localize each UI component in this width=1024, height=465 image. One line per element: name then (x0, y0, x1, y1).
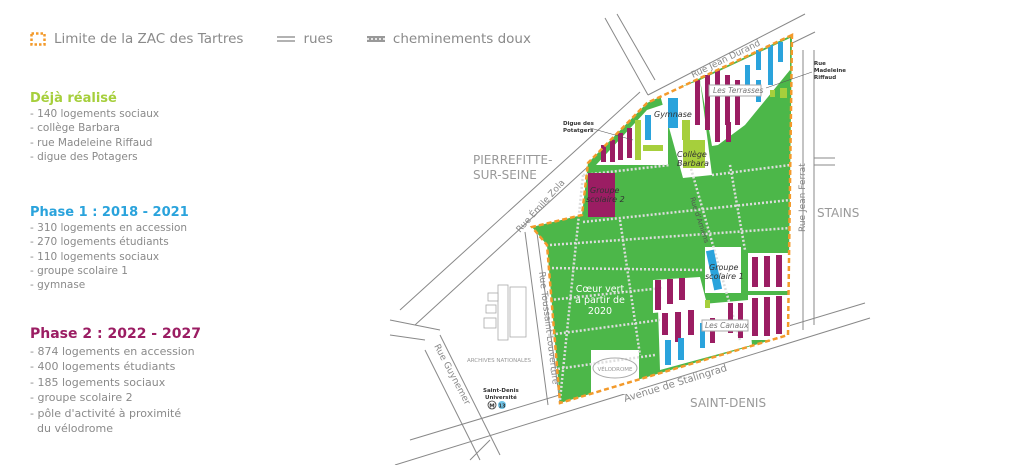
list-item: groupe scolaire 1 (30, 264, 189, 278)
callout-label: Potatgers (563, 128, 594, 134)
callout-label: Riffaud (814, 75, 836, 81)
section-phase-2: Phase 2 : 2022 - 2027 874 logements en a… (30, 326, 201, 437)
list-item: 140 logements sociaux (30, 107, 159, 121)
metro-m: M (489, 404, 494, 410)
dotted-path-icon (366, 36, 385, 42)
place-label: 2020 (588, 306, 612, 317)
legend-paths: cheminements doux (366, 31, 531, 47)
purple-buildings (588, 70, 782, 343)
list-item: 270 logements étudiants (30, 235, 189, 249)
section-title: Phase 1 : 2018 - 2021 (30, 205, 189, 220)
list-item: gymnase (30, 278, 189, 292)
metro-icon: M 13 (487, 400, 506, 410)
road-sw (469, 439, 491, 461)
groupe-scolaire-2-building (588, 173, 615, 217)
section-deja-realise: Déjà réalisé 140 logements sociaux collè… (30, 91, 159, 164)
list-item: 185 logements sociaux (30, 375, 201, 391)
callout-line (765, 71, 813, 89)
road-stains (814, 157, 835, 166)
place-label: Gymnase (654, 110, 692, 119)
place-label: Groupe (590, 186, 620, 195)
callout-label: Digue des (563, 121, 595, 127)
canaux-tag (701, 319, 749, 332)
list-item: collège Barbara (30, 121, 159, 135)
place-label: scolaire 1 (705, 272, 744, 281)
place-label: Les Terrasses (713, 86, 764, 95)
list-item: 874 logements en accession (30, 344, 201, 360)
legend-roads: rues (277, 31, 333, 47)
legend-paths-label: cheminements doux (392, 31, 531, 47)
section-title: Phase 2 : 2022 - 2027 (30, 326, 201, 342)
metro-station-label: Université (485, 394, 517, 401)
archives-buildings (483, 284, 527, 341)
street-label: Rue Jean Ferrat (798, 163, 808, 232)
legend-boundary: Limite de la ZAC des Tartres (30, 31, 243, 47)
road-jean-ferrat (802, 50, 815, 330)
callout-line (589, 127, 634, 141)
list-item: 310 logements en accession (30, 221, 189, 235)
town-label: SUR-SEINE (473, 168, 537, 182)
gymnase-building (668, 98, 678, 128)
zac-boundary (529, 33, 794, 405)
place-label: Les Canaux (705, 321, 749, 330)
callout-label: Madeleine (814, 68, 846, 74)
list-item: 400 logements étudiants (30, 359, 201, 375)
list-item: du vélodrome (37, 422, 113, 435)
terrasses-tag (708, 84, 762, 97)
green-buildings (635, 88, 787, 308)
road-west (389, 319, 441, 341)
place-label: Barbara (677, 159, 709, 168)
legend-roads-label: rues (303, 31, 333, 47)
section-phase-1: Phase 1 : 2018 - 2021 310 logements en a… (30, 205, 189, 292)
place-label: scolaire 2 (586, 195, 625, 204)
list-item: 110 logements sociaux (30, 250, 189, 264)
list-item: pôle d'activité à proximité (30, 406, 201, 422)
metro-station-label: Saint-Denis (483, 388, 519, 394)
road-north (604, 13, 656, 96)
dashed-square-icon (30, 32, 46, 46)
town-label: SAINT-DENIS (690, 396, 766, 410)
town-label: PIERREFITTE- (473, 153, 552, 167)
section-title: Déjà réalisé (30, 91, 117, 106)
list-item: digue des Potagers (30, 150, 159, 164)
double-line-icon (277, 36, 296, 42)
road-toussaint (524, 231, 561, 406)
list-item: rue Madeleine Riffaud (30, 136, 159, 150)
place-label: Collège (677, 149, 707, 159)
paths (547, 163, 791, 401)
place-label: Cœur vert (576, 284, 625, 295)
map-legend: Limite de la ZAC des Tartres rues chemin… (30, 31, 565, 47)
velodrome-track (592, 357, 638, 379)
place-label: ARCHIVES NATIONALES (467, 358, 532, 364)
list-item: groupe scolaire 2 (30, 390, 201, 406)
college-barbara (683, 140, 705, 168)
metro-line-number: 13 (499, 404, 506, 410)
town-label: STAINS (817, 206, 859, 220)
road-guynemer (424, 334, 501, 461)
callout-label: Rue (814, 61, 826, 67)
place-label: VÉLODROME (597, 365, 633, 373)
place-label: Groupe (709, 263, 739, 272)
legend-boundary-label: Limite de la ZAC des Tartres (54, 31, 244, 47)
place-label: à partir de (575, 295, 625, 306)
